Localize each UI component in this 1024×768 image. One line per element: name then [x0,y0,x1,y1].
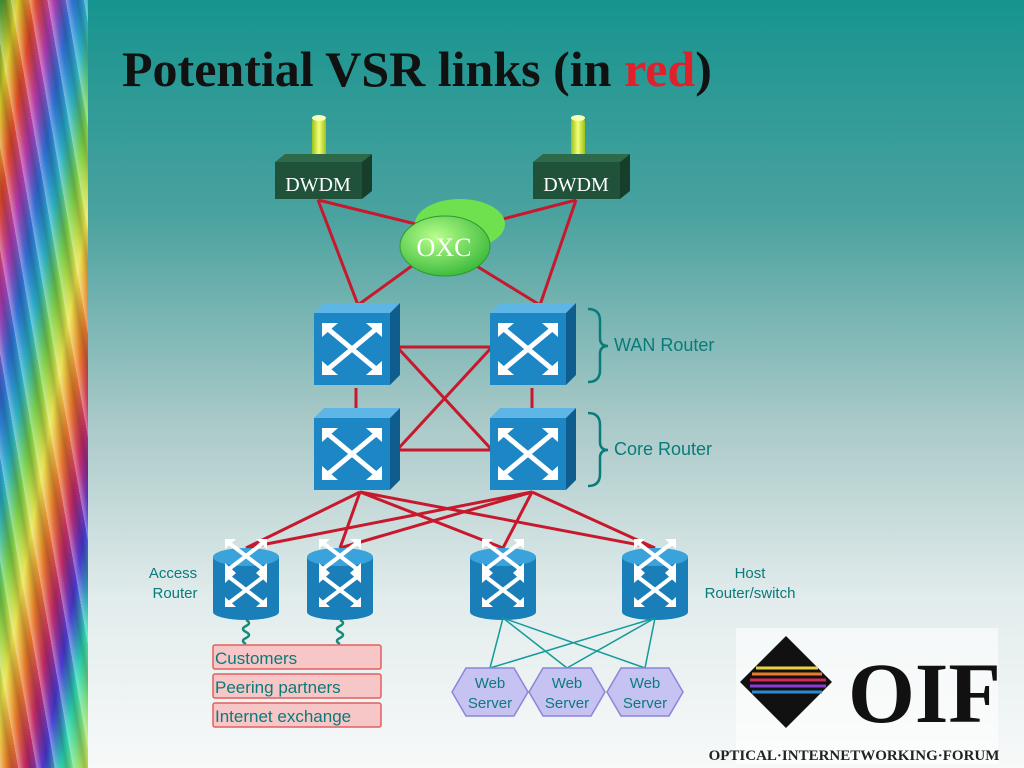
oxc-label: OXC [417,233,472,262]
core-router-right [490,408,576,490]
core-router-left [314,408,400,490]
peering-label: Peering partners [215,678,341,697]
oif-logo-text: OIF [848,645,1001,741]
wan-brace [587,307,609,384]
diamond-logo-icon [740,636,832,728]
link-dwdm-right-wan-right [538,199,578,306]
oif-logo: OIF OPTICAL·INTERNETWORKING·FORUM [709,628,1001,764]
web-server-label-line2: Server [468,695,512,712]
link-core2-host2 [531,490,656,550]
rainbow-stripe-overlay [0,0,88,768]
core-router-label: Core Router [614,439,712,459]
wan-router-right [490,303,576,385]
wan-router-label: WAN Router [614,335,714,355]
link-wan-right-core-left [395,345,494,452]
link-core2-access1 [245,490,533,550]
web-server-label-line1: Web [475,675,506,692]
dwdm-box [533,162,620,199]
access-router-label-line2: Router [152,585,197,602]
access-router-1 [213,537,279,620]
dwdm-left-node: DWDM [275,115,372,199]
oif-logo-caption: OPTICAL·INTERNETWORKING·FORUM [709,748,1000,764]
web-server-label-line2: Server [545,695,589,712]
dwdm-right-node: DWDM [533,115,630,199]
host-router-label-line2: Router/switch [705,585,796,602]
wan-router-left [314,303,400,385]
customers-box [212,644,382,670]
customer-boxes: Customers Peering partners Internet exch… [212,644,382,728]
link-oxc-wan-left [357,258,421,307]
exchange-box [212,702,382,728]
title-highlight: red [623,41,696,97]
core-brace [587,411,609,488]
web-server-3: Web Server [606,667,684,717]
oxc-node: OXC [399,199,505,277]
link-oxc-wan-right [469,260,541,307]
web-server-label-line1: Web [552,675,583,692]
dwdm-right-label: DWDM [543,174,609,196]
link-core-access2 [338,491,362,549]
dwdm-left-label: DWDM [285,174,351,196]
rainbow-stripe [0,0,88,768]
web-server-2: Web Server [528,667,606,717]
red-links [245,198,656,550]
dwdm-box [275,162,362,199]
web-server-label-line1: Web [630,675,661,692]
customers-label: Customers [215,649,297,668]
link-core-host2 [359,490,656,550]
access-router-label-line1: Access [149,565,197,582]
link-core2-host1 [501,491,534,549]
slide-title: Potential VSR links (in red) [122,40,712,98]
squiggle-links [241,618,345,646]
peering-box [212,673,382,699]
server-links [489,617,656,669]
link-core2-access2 [339,490,533,550]
web-server-1: Web Server [451,667,529,717]
link-core-access1 [245,490,361,550]
title-prefix: Potential VSR links (in [122,41,624,97]
title-suffix: ) [695,41,712,97]
web-server-label-line2: Server [623,695,667,712]
exchange-label: Internet exchange [215,707,351,726]
link-dwdm-left-wan-left [316,199,360,306]
host-router-1 [470,537,536,620]
host-router-label-line1: Host [735,565,767,582]
access-router-2 [307,537,373,620]
host-router-2 [622,537,688,620]
link-dwdm-left-oxc [317,198,421,227]
